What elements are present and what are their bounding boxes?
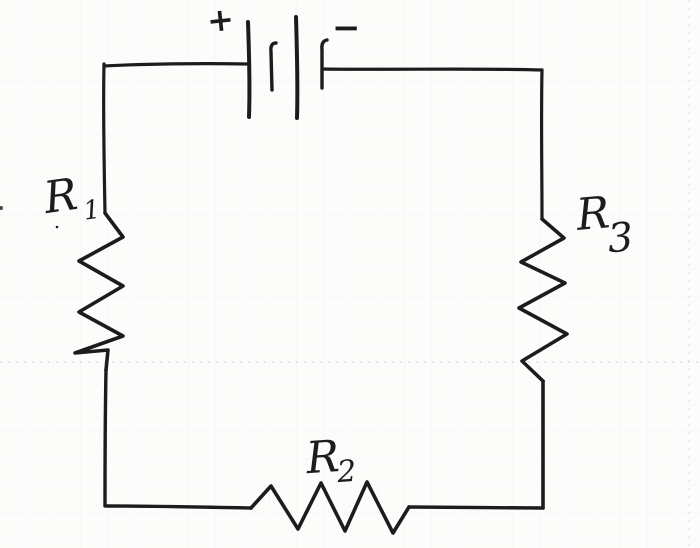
wire-top-right [321, 67, 544, 72]
wire-left-lower [103, 368, 108, 508]
resistor-r2-subscript: 2 [335, 454, 357, 490]
circuit-labels: + − R 1 R 3 R 2 [40, 0, 635, 490]
resistor-r1-subscript: 1 [81, 195, 102, 227]
resistor-r3-zigzag [517, 217, 569, 383]
battery-negative-label: − [332, 8, 361, 48]
battery-plate-2-short [269, 41, 278, 92]
resistor-r3-label: R 3 [573, 187, 635, 262]
resistor-r1-letter: R [40, 169, 81, 224]
battery-plate-1-long [246, 20, 252, 119]
circuit-strokes [0, 15, 569, 535]
battery-plate-3-long [294, 15, 300, 120]
ink-speck [55, 225, 59, 229]
wire-bottom-right [407, 505, 545, 510]
resistor-r3-letter: R [573, 187, 611, 241]
resistor-r1-zigzag [73, 211, 125, 372]
wire-top-left [102, 62, 249, 68]
resistor-r2-letter: R [303, 431, 341, 484]
resistor-r3-subscript: 3 [606, 214, 635, 262]
wire-left-upper [101, 62, 107, 215]
resistor-r1-label: R 1 [40, 169, 102, 227]
battery-positive-label: + [205, 0, 236, 40]
battery-plate-4-short [320, 38, 329, 90]
wire-bottom-left [105, 504, 253, 510]
resistor-r2-zigzag [249, 480, 411, 535]
resistor-r2-label: R 2 [303, 431, 357, 490]
ink-speck-edge [0, 206, 3, 210]
